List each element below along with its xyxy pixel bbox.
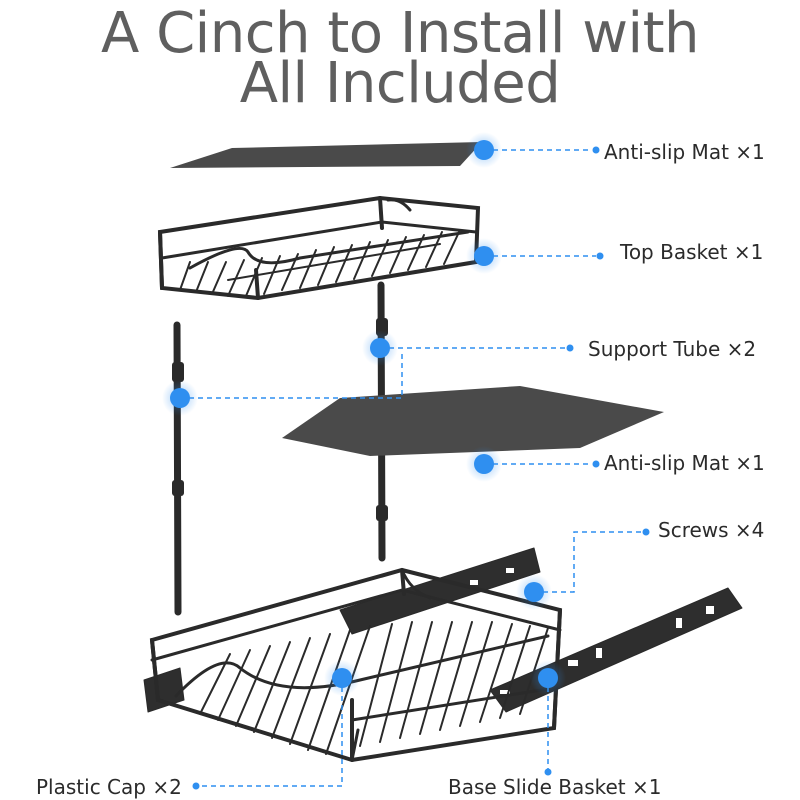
leader-end-dots: [192, 146, 650, 790]
headline-line-1: A Cinch to Install with: [100, 1, 700, 66]
label-top-basket: Top Basket ×1: [620, 240, 764, 264]
callout-marker-base-basket: [530, 660, 566, 696]
callout-marker-top-basket: [466, 238, 502, 274]
label-plastic-cap: Plastic Cap ×2: [36, 775, 182, 799]
leader-lines: [180, 149, 642, 787]
label-lower-anti-slip-mat: Anti-slip Mat ×1: [604, 451, 765, 475]
lower-mat-shape: [282, 386, 664, 456]
headline-line-2: All Included: [239, 51, 561, 116]
base-basket-shape: [149, 567, 563, 763]
callout-marker-screws: [516, 574, 552, 610]
callout-marker-lower-mat: [466, 446, 502, 482]
callout-marker-top-mat: [466, 132, 502, 168]
callout-marker-plastic-cap: [324, 660, 360, 696]
top-mat-shape: [170, 142, 482, 168]
label-support-tube: Support Tube ×2: [588, 337, 757, 361]
label-base-slide-basket: Base Slide Basket ×1: [448, 775, 662, 799]
top-basket-shape: [157, 195, 481, 301]
callout-marker-support-tube-right: [362, 330, 398, 366]
callout-marker-support-tube-left: [162, 380, 198, 416]
support-tube-left-shape: [172, 321, 184, 616]
label-screws: Screws ×4: [658, 518, 765, 542]
label-top-anti-slip-mat: Anti-slip Mat ×1: [604, 140, 765, 164]
